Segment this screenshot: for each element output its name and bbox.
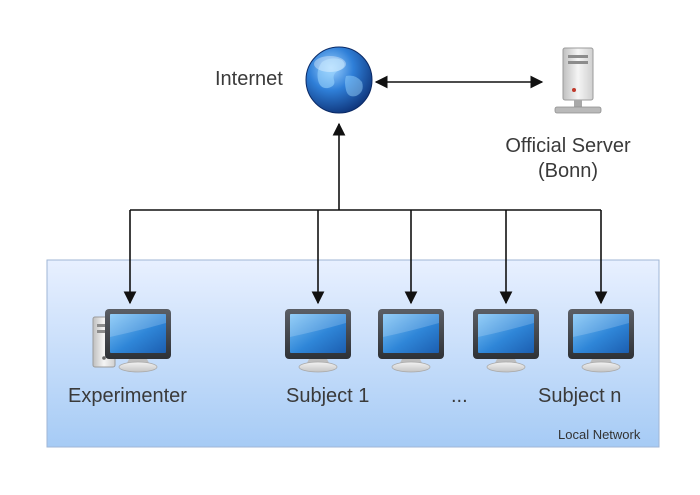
server-label-line2: (Bonn) [537,160,599,182]
subject-n-label: Subject n [538,385,622,407]
ellipsis-label: ... [451,385,468,407]
connection-lines [123,75,608,305]
subject-1-label: Subject 1 [286,385,370,407]
server-label: Official Server (Bonn) [488,134,648,184]
server-icon [554,47,602,114]
local-network-label: Local Network [558,427,641,442]
server-label-line1: Official Server [505,135,631,157]
internet-label: Internet [215,68,283,90]
experimenter-computer-icon [92,308,172,373]
globe-icon [305,46,373,114]
experimenter-label: Experimenter [68,385,187,407]
